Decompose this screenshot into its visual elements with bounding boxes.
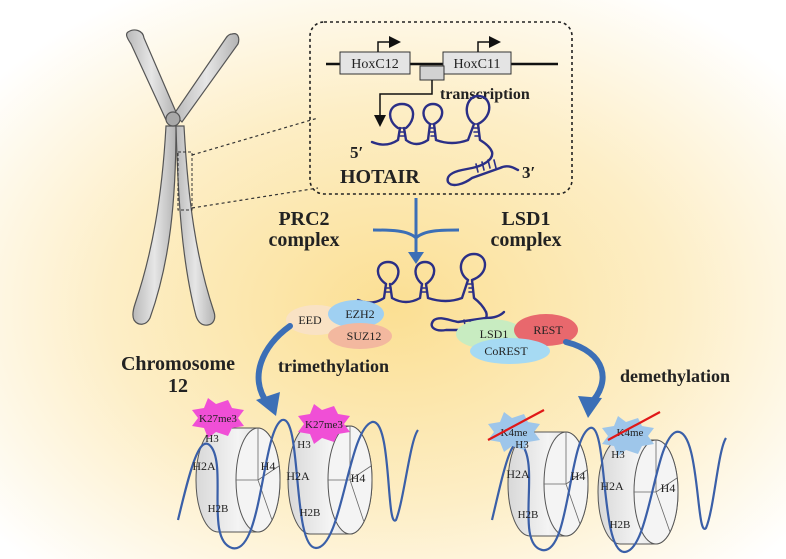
locus-inset-box (309, 21, 573, 195)
k27me3-mark-star (298, 404, 350, 444)
k4me-mark-star (488, 412, 540, 452)
prc2-label: PRC2 (278, 208, 329, 230)
gene-hoxc11-label: HoxC11 (454, 57, 501, 72)
chromosome-number: 12 (168, 375, 188, 397)
corest-label: CoREST (484, 344, 528, 358)
corest-protein (470, 338, 550, 364)
trimethylation-arrow (255, 323, 293, 416)
rest-label: REST (533, 323, 563, 337)
k27me3-mark-star (192, 398, 244, 438)
removal-cross (607, 411, 661, 441)
transcription-arrow (374, 80, 433, 127)
lsd1-label: LSD1 (480, 327, 509, 341)
histone-h4-label: H4 (661, 481, 676, 495)
hotair-locus-box (177, 151, 193, 211)
merge-arrow (372, 198, 460, 264)
removal-cross (487, 409, 545, 441)
hotair-gene (419, 65, 445, 81)
gene-hoxc12-label: HoxC12 (351, 57, 398, 72)
demethylation-label: demethylation (620, 366, 730, 386)
histone-h4-label: H4 (571, 469, 586, 483)
lsd1-complex-label-line2: complex (490, 229, 561, 251)
eed-label: EED (298, 313, 322, 327)
dna-wrap-left (176, 418, 419, 550)
chromosome-arm (132, 125, 177, 325)
centromere (165, 111, 181, 127)
dna-wrap-right (490, 426, 727, 554)
histone-h2b-label: H2B (610, 519, 631, 531)
histone-h4-label: H4 (351, 471, 366, 485)
k4me-label: K4me (501, 427, 528, 439)
histone-h3-label: H3 (297, 439, 311, 451)
hotair-scaffold (356, 252, 506, 332)
histone-h2b-label: H2B (208, 503, 229, 515)
histone-h2b-label: H2B (300, 507, 321, 519)
chromosome-arm (175, 125, 216, 326)
k4me-mark-star (602, 416, 654, 456)
histone-h4-label: H4 (261, 459, 276, 473)
hotair-label: HOTAIR (340, 166, 420, 188)
three-prime-label: 3′ (522, 163, 535, 182)
hotair-rna (370, 94, 520, 187)
suz12-label: SUZ12 (347, 329, 382, 343)
lsd1-complex-label: LSD1 (502, 208, 551, 230)
histone-h2a-label: H2A (192, 459, 216, 473)
gene-hoxc11 (442, 51, 512, 75)
ezh2-label: EZH2 (345, 307, 374, 321)
histone-h3-label: H3 (515, 439, 529, 451)
histone-h2b-label: H2B (518, 509, 539, 521)
chromosome-label: Chromosome (121, 353, 235, 375)
tss-arrow (477, 36, 501, 52)
histone-h2a-label: H2A (600, 479, 624, 493)
nucleosome-left-2 (287, 425, 373, 535)
gene-hoxc12 (339, 51, 411, 75)
prc2-label-line2: complex (268, 229, 339, 251)
k4me-label: K4me (617, 427, 644, 439)
demethylation-arrow (563, 339, 606, 418)
five-prime-label: 5′ (350, 143, 363, 162)
histone-h2a-label: H2A (286, 469, 310, 483)
rest-protein (514, 314, 578, 346)
trimethylation-label: trimethylation (278, 356, 389, 376)
chromosome (125, 29, 240, 326)
k27me3-label: K27me3 (305, 419, 343, 431)
ezh2-protein (328, 300, 384, 328)
k27me3-label: K27me3 (199, 413, 237, 425)
suz12-protein (328, 323, 392, 349)
histone-h3-label: H3 (611, 449, 625, 461)
tss-arrow (377, 36, 401, 52)
histone-h2a-label: H2A (506, 467, 530, 481)
zoom-line (191, 117, 319, 156)
transcription-label: transcription (440, 86, 530, 103)
histone-h3-label: H3 (205, 433, 219, 445)
